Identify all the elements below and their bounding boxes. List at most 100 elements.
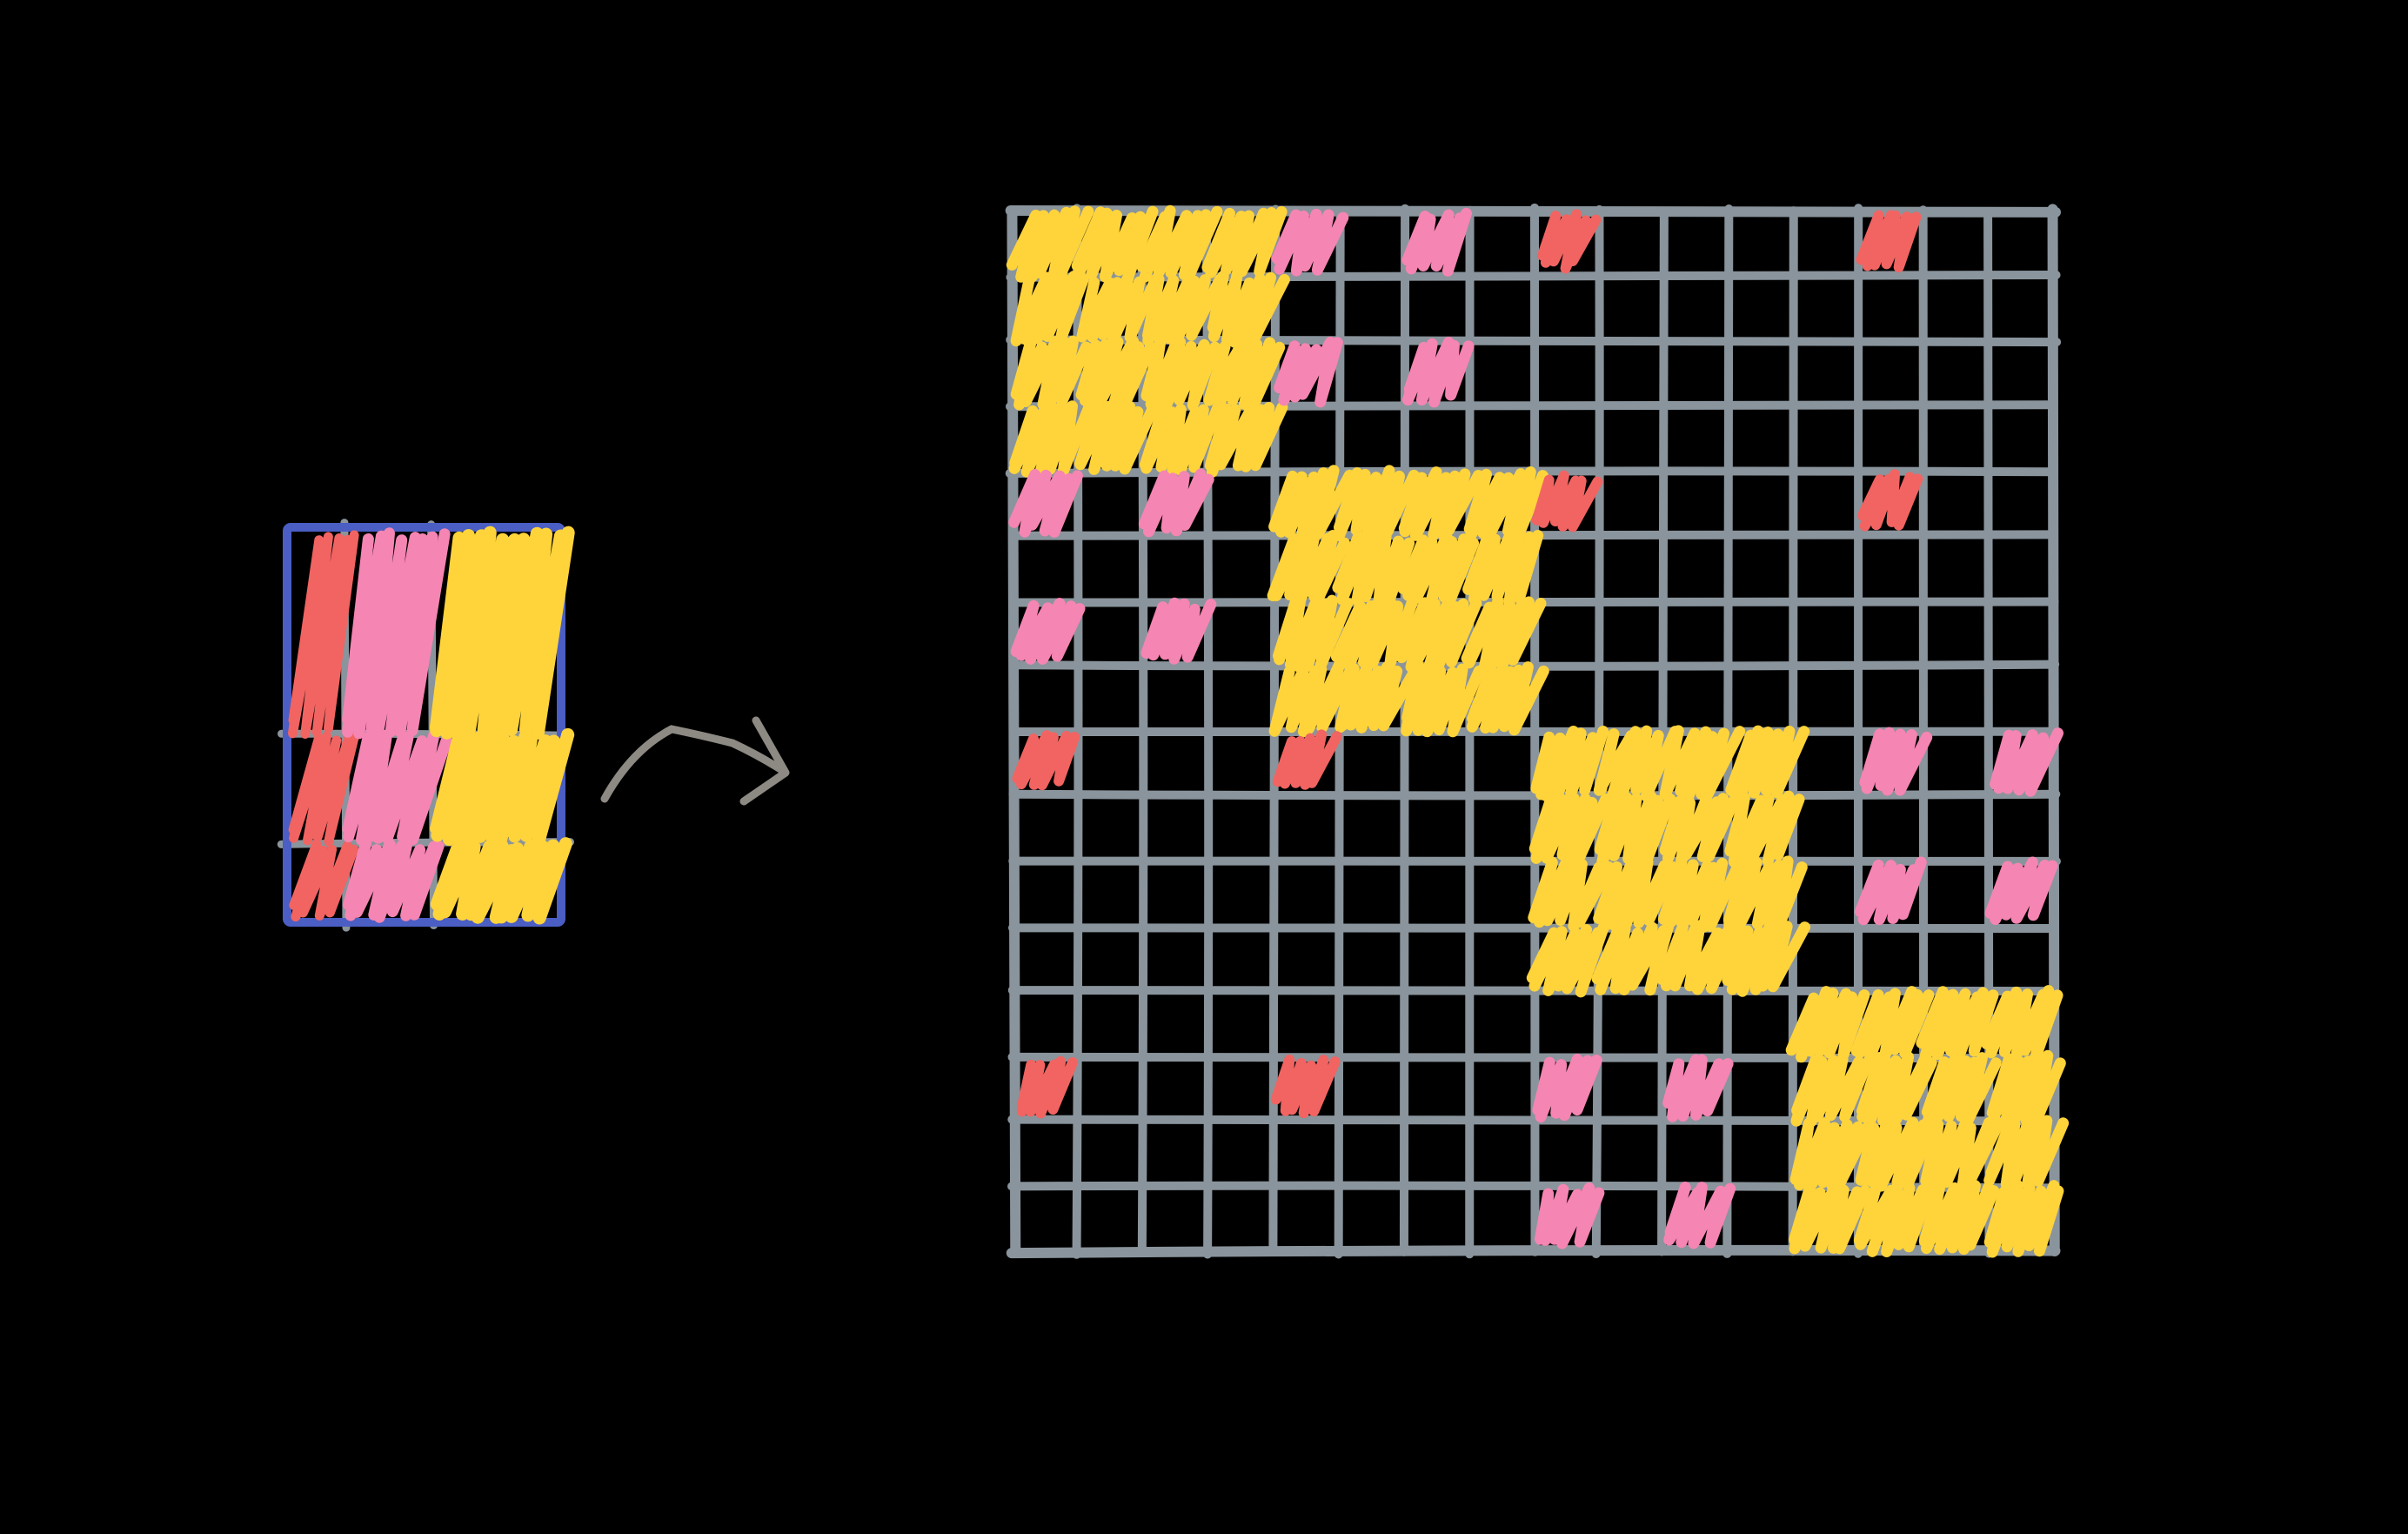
cell-pink-r11c16 xyxy=(1984,856,2058,925)
cell-yellow-r14c16 xyxy=(1986,1049,2066,1128)
small-matrix-scribble-pink xyxy=(343,837,445,923)
cell-yellow-r4c3 xyxy=(1139,401,1224,476)
cell-yellow-r4c1 xyxy=(1008,400,1095,478)
cell-red-r5c9 xyxy=(1531,470,1603,533)
cell-yellow-r12c9 xyxy=(1526,921,1609,998)
cell-yellow-r6c5 xyxy=(1267,530,1350,606)
cell-yellow-r2c2 xyxy=(1076,270,1161,346)
small-matrix-scribble-red xyxy=(289,839,359,922)
cell-red-r14c5 xyxy=(1270,1055,1341,1119)
cell-pink-r5c3 xyxy=(1138,468,1214,538)
cell-pink-r14c11 xyxy=(1662,1054,1734,1122)
cell-red-r1c14 xyxy=(1856,210,1922,273)
cell-yellow-r16c15 xyxy=(1918,1180,2000,1256)
small-matrix-scribble-yellow xyxy=(430,727,575,850)
cell-yellow-r3c4 xyxy=(1203,337,1286,410)
transform-arrow-icon xyxy=(600,716,790,806)
cell-yellow-r11c10 xyxy=(1593,856,1679,932)
cell-pink-r16c9 xyxy=(1534,1182,1605,1249)
cell-yellow-r8c5 xyxy=(1268,660,1356,738)
cell-yellow-r5c7 xyxy=(1398,466,1484,541)
cell-yellow-r13c13 xyxy=(1785,986,1870,1063)
small-matrix-border xyxy=(283,523,565,927)
cell-yellow-r7c7 xyxy=(1395,597,1482,673)
cell-yellow-r13c16 xyxy=(1981,985,2064,1063)
cell-pink-r7c1 xyxy=(1010,598,1086,665)
cell-yellow-r13c14 xyxy=(1850,986,1935,1062)
cell-yellow-r4c2 xyxy=(1074,400,1160,475)
cell-yellow-r14c15 xyxy=(1921,1050,2002,1127)
cell-yellow-r4c4 xyxy=(1204,401,1288,478)
cell-yellow-r1c1 xyxy=(1006,205,1094,283)
cell-yellow-r11c9 xyxy=(1528,856,1615,932)
cell-pink-r3c5 xyxy=(1274,336,1343,408)
cell-pink-r5c1 xyxy=(1008,469,1083,538)
cell-pink-r1c5 xyxy=(1271,208,1349,277)
cell-pink-r11c14 xyxy=(1854,856,1927,926)
cell-yellow-r12c11 xyxy=(1656,920,1746,995)
cell-yellow-r1c2 xyxy=(1071,205,1159,283)
small-matrix-scribble-yellow xyxy=(429,526,575,740)
small-matrix-scribble-red xyxy=(288,530,359,739)
cell-yellow-r6c8 xyxy=(1462,530,1544,607)
cell-yellow-r2c3 xyxy=(1142,273,1226,348)
cell-yellow-r11c12 xyxy=(1722,854,1808,932)
cell-pink-r1c7 xyxy=(1401,207,1472,277)
cell-yellow-r10c10 xyxy=(1594,791,1676,868)
cell-red-r9c5 xyxy=(1272,729,1342,790)
cell-yellow-r3c2 xyxy=(1075,335,1157,413)
cell-yellow-r10c12 xyxy=(1724,790,1805,867)
cell-yellow-r15c15 xyxy=(1920,1115,2005,1193)
cell-yellow-r6c6 xyxy=(1332,530,1415,607)
cell-yellow-r7c5 xyxy=(1273,594,1354,673)
arrow-head xyxy=(739,716,790,806)
cell-yellow-r7c6 xyxy=(1330,595,1418,670)
cell-yellow-r15c14 xyxy=(1855,1115,1940,1192)
arrow-body xyxy=(600,725,785,803)
cell-red-r14c1 xyxy=(1016,1055,1078,1119)
cell-yellow-r1c3 xyxy=(1136,204,1223,283)
cell-yellow-r11c11 xyxy=(1658,857,1743,933)
cell-red-r5c14 xyxy=(1857,469,1923,532)
big-matrix xyxy=(1005,203,2070,1259)
cell-yellow-r1c4 xyxy=(1201,205,1288,283)
cell-yellow-r10c11 xyxy=(1659,793,1741,867)
cell-yellow-r12c12 xyxy=(1722,920,1811,997)
cell-yellow-r7c8 xyxy=(1461,595,1547,672)
cell-yellow-r16c13 xyxy=(1789,1180,1871,1255)
cell-yellow-r8c6 xyxy=(1334,661,1421,734)
small-matrix-scribble-pink xyxy=(342,728,452,846)
cell-yellow-r6c7 xyxy=(1397,531,1480,606)
cell-yellow-r2c4 xyxy=(1207,270,1290,348)
cell-yellow-r9c9 xyxy=(1530,726,1609,803)
cell-yellow-r3c1 xyxy=(1010,334,1092,412)
cell-yellow-r8c8 xyxy=(1466,661,1549,736)
cell-yellow-r16c14 xyxy=(1853,1182,1936,1257)
cell-yellow-r15c16 xyxy=(1983,1115,2070,1192)
cell-yellow-r5c6 xyxy=(1333,465,1420,541)
cell-yellow-r12c10 xyxy=(1591,921,1674,996)
small-matrix-scribble-pink xyxy=(342,527,451,740)
cell-yellow-r16c16 xyxy=(1983,1180,2064,1258)
cell-yellow-r14c14 xyxy=(1856,1051,1937,1127)
cell-yellow-r5c5 xyxy=(1268,465,1355,541)
cell-red-r9c1 xyxy=(1012,730,1080,791)
cell-yellow-r13c15 xyxy=(1916,986,1999,1062)
small-matrix xyxy=(277,519,575,932)
cell-yellow-r10c9 xyxy=(1528,793,1612,866)
cell-yellow-r2c1 xyxy=(1010,271,1089,347)
cell-pink-r9c16 xyxy=(1990,727,2064,797)
small-matrix-scribble-red xyxy=(288,730,360,847)
small-matrix-scribbles xyxy=(288,526,575,925)
cell-pink-r16c11 xyxy=(1663,1182,1736,1249)
cell-yellow-r14c13 xyxy=(1790,1054,1873,1128)
cell-pink-r9c14 xyxy=(1859,727,1933,796)
cell-yellow-r3c3 xyxy=(1140,336,1221,412)
cell-yellow-r15c13 xyxy=(1789,1117,1876,1193)
big-matrix-scribbles xyxy=(1006,204,2070,1258)
cell-pink-r3c7 xyxy=(1401,337,1475,408)
small-matrix-scribble-yellow xyxy=(430,837,572,925)
cell-yellow-r9c10 xyxy=(1593,725,1682,802)
